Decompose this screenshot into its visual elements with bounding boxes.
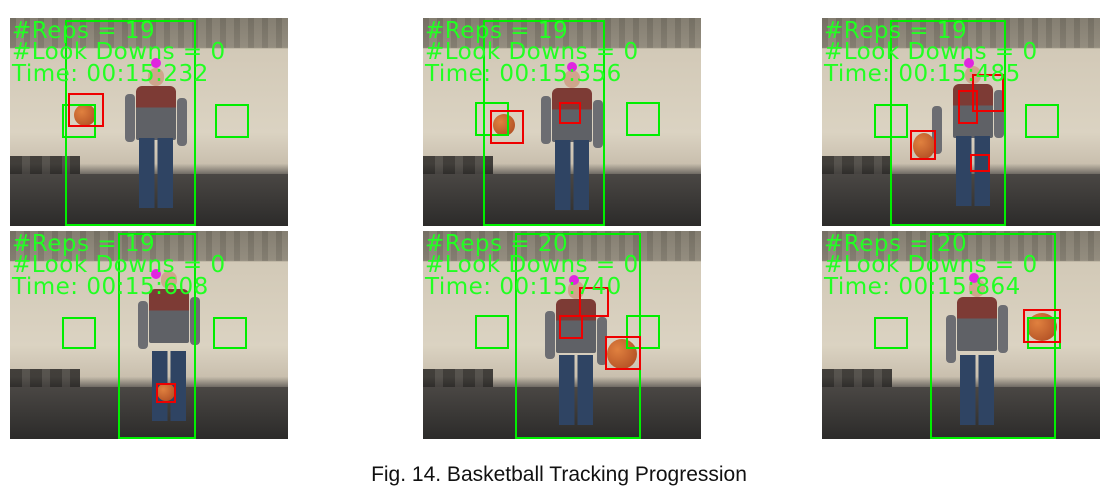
basketball (607, 339, 637, 369)
look-downs-counter: #Look Downs = 0 (824, 39, 1038, 65)
basketball (493, 114, 515, 136)
right-zone-box (1025, 104, 1059, 138)
ball-detection-box (156, 383, 176, 403)
floor (10, 387, 288, 439)
frame-3: #Reps = 19 #Look Downs = 0 Time: 00:15:4… (822, 18, 1100, 226)
face-marker (569, 275, 579, 285)
background-wall (10, 18, 288, 48)
quaternary-detection-box (970, 154, 990, 172)
reps-counter: #Reps = 19 (12, 18, 156, 44)
basketball (74, 104, 96, 126)
ball-detection-box (68, 93, 104, 127)
figure-caption: Fig. 14. Basketball Tracking Progression (371, 463, 747, 486)
face-marker (151, 58, 161, 68)
ball-detection-box (490, 110, 524, 144)
face-marker (969, 273, 979, 283)
background-wall (822, 231, 1100, 261)
reps-counter: #Reps = 19 (425, 18, 569, 44)
frame-6: #Reps = 20 #Look Downs = 0 Time: 00:15:8… (822, 231, 1100, 439)
right-zone-box (626, 315, 660, 349)
left-zone-box (475, 315, 509, 349)
secondary-detection-box (559, 315, 583, 339)
frame-4: #Reps = 19 #Look Downs = 0 Time: 00:15:6… (10, 231, 288, 439)
face-marker (567, 62, 577, 72)
look-downs-counter: #Look Downs = 0 (425, 252, 639, 278)
look-downs-counter: #Look Downs = 0 (12, 39, 226, 65)
right-zone-box (215, 104, 249, 138)
right-zone-box (213, 317, 247, 349)
reps-counter: #Reps = 20 (824, 231, 968, 257)
background-wall (822, 18, 1100, 48)
look-downs-counter: #Look Downs = 0 (824, 252, 1038, 278)
background-wall (423, 231, 701, 261)
frame-2: #Reps = 19 #Look Downs = 0 Time: 00:15:3… (423, 18, 701, 226)
player-bounding-box (65, 20, 196, 226)
basketball (913, 133, 935, 159)
look-downs-counter: #Look Downs = 0 (425, 39, 639, 65)
face-marker (151, 269, 161, 279)
time-readout: Time: 00:15:485 (824, 61, 1021, 87)
player-bounding-box (483, 20, 605, 226)
left-zone-box (874, 317, 908, 349)
time-readout: Time: 00:15:356 (425, 61, 622, 87)
frame-1: #Reps = 19 #Look Downs = 0 Time: 00:15:2… (10, 18, 288, 226)
face-marker (964, 58, 974, 68)
left-zone-box (475, 102, 509, 136)
ball-detection-box (605, 336, 641, 370)
player-bounding-box (890, 20, 1006, 226)
background-wall (10, 231, 288, 261)
left-zone-box (62, 104, 96, 138)
ball-detection-box (910, 130, 936, 160)
tertiary-detection-box (972, 74, 1004, 112)
right-zone-box (626, 102, 660, 136)
time-readout: Time: 00:15:864 (824, 274, 1021, 300)
tertiary-detection-box (579, 287, 609, 317)
player-bounding-box (930, 233, 1056, 439)
look-downs-counter: #Look Downs = 0 (12, 252, 226, 278)
secondary-detection-box (958, 90, 978, 124)
basketball (157, 383, 175, 401)
ball-detection-box (1023, 309, 1061, 343)
frame-5: #Reps = 20 #Look Downs = 0 Time: 00:15:7… (423, 231, 701, 439)
reps-counter: #Reps = 20 (425, 231, 569, 257)
secondary-detection-box (559, 102, 581, 124)
player-bounding-box (118, 233, 196, 439)
reps-counter: #Reps = 19 (12, 231, 156, 257)
time-readout: Time: 00:15:232 (12, 61, 209, 87)
time-readout: Time: 00:15:608 (12, 274, 209, 300)
left-zone-box (62, 317, 96, 349)
background-wall (423, 18, 701, 48)
time-readout: Time: 00:15:740 (425, 274, 622, 300)
reps-counter: #Reps = 19 (824, 18, 968, 44)
left-zone-box (874, 104, 908, 138)
